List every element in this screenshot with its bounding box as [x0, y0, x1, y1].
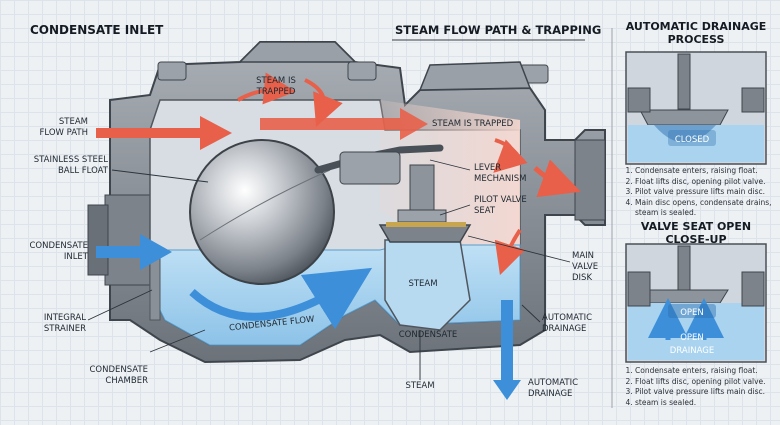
closed-wall-right	[741, 87, 765, 113]
steam-inlet-arrow	[96, 116, 232, 150]
condensate-inlet-arrow	[96, 234, 172, 270]
heading-drain-2: PROCESS	[668, 33, 725, 46]
open-panel	[625, 243, 767, 363]
label-strainer-1: INTEGRAL	[44, 313, 86, 323]
closed-wall-left	[627, 87, 651, 113]
inlet-pipe-thread	[87, 204, 109, 276]
steam-trapped-arrow-left	[237, 72, 296, 105]
label-lever-2: MECHANISM	[474, 174, 526, 184]
label-steam-flow-2: FLOW PATH	[40, 128, 88, 138]
label-main-valve-2: VALVE	[572, 262, 598, 272]
label-steam-bottom: STEAM	[405, 381, 434, 391]
closed-stem	[677, 53, 691, 110]
step-top: Float lifts disc, opening pilot valve.	[635, 177, 780, 188]
pilot-seat	[397, 209, 447, 223]
step-bottom: Pilot valve pressure lifts main disc.	[635, 387, 780, 398]
step-bottom: Float lifts disc, opening pilot valve.	[635, 377, 780, 388]
label-trapped-mid: STEAM IS TRAPPED	[432, 119, 514, 129]
label-main-valve-3: DISK	[572, 273, 592, 283]
step-bottom: steam is sealed.	[635, 398, 780, 409]
label-pilot-2: SEAT	[474, 206, 496, 216]
steam-path-arrow	[260, 108, 428, 140]
closed-seal	[654, 125, 716, 143]
step-top: Main disc opens, condensate drains, stea…	[635, 198, 780, 219]
closed-badge-bg	[668, 130, 716, 146]
label-steam-inner: STEAM	[408, 279, 437, 289]
valve-gasket	[386, 222, 466, 227]
closed-panel	[625, 51, 767, 165]
steam-outlet-arrow	[533, 159, 581, 198]
open-wall-right	[741, 271, 765, 307]
label-trapped-top-1: STEAM IS	[256, 76, 296, 86]
steam-trapped-arrow-right	[304, 78, 343, 127]
label-condensate-inner: CONDENSATE	[399, 330, 458, 340]
steps-list-bottom: Condensate enters, raising float. Float …	[624, 366, 780, 408]
label-open-drainage-2: DRAINAGE	[670, 346, 714, 356]
leader-chamber	[149, 329, 206, 353]
leader-lever	[429, 159, 471, 171]
drainage-arrow	[493, 300, 521, 400]
step-top: Condensate enters, raising float.	[635, 166, 780, 177]
open-disk	[639, 289, 729, 304]
label-open: OPEN	[680, 308, 704, 318]
label-drain-mid-2: DRAINAGE	[542, 324, 586, 334]
step-top: Pilot valve pressure lifts main disc.	[635, 187, 780, 198]
label-trapped-top-2: TRAPPED	[256, 87, 296, 97]
label-ball-2: BALL FLOAT	[58, 166, 109, 176]
label-chamber-1: CONDENSATE	[89, 365, 148, 375]
steam-swirl-arrow	[493, 138, 528, 173]
leader-ball	[111, 169, 209, 183]
leader-lines	[87, 159, 571, 380]
leader-drain-mid	[521, 304, 541, 323]
heading-seat-2: CLOSE-UP	[665, 233, 726, 246]
flow-arrows	[96, 72, 581, 400]
step-bottom: Condensate enters, raising float.	[635, 366, 780, 377]
steps-list-top: Condensate enters, raising float. Float …	[624, 166, 780, 219]
bolt-right	[347, 61, 377, 81]
label-chamber-2: CHAMBER	[105, 376, 148, 386]
trap-body	[87, 41, 606, 364]
lever-bracket	[339, 151, 401, 185]
leader-main-valve	[467, 235, 571, 263]
steam-down-arrow	[494, 228, 526, 276]
label-open-drainage-1: OPEN	[680, 333, 704, 343]
outlet-flange	[574, 139, 606, 221]
heading-inlet: CONDENSATE INLET	[30, 23, 164, 37]
closed-disk	[639, 109, 729, 126]
label-pilot-1: PILOT VALVE	[474, 195, 527, 205]
label-steam-flow-1: STEAM	[59, 117, 88, 127]
condensate-flow-arrow	[189, 267, 373, 330]
label-inlet-2: INLET	[64, 252, 89, 262]
main-valve-disk	[378, 224, 472, 243]
top-cap	[238, 41, 357, 63]
right-cap	[418, 61, 532, 91]
label-inlet-1: CONDENSATE	[29, 241, 88, 251]
bolt-left	[157, 61, 187, 81]
float-assembly	[189, 139, 472, 285]
open-stem	[677, 245, 691, 295]
label-drain-bottom-2: DRAINAGE	[528, 389, 572, 399]
leader-strainer	[87, 289, 153, 321]
label-strainer-2: STRAINER	[44, 324, 86, 334]
label-ball-1: STAINLESS STEEL	[34, 155, 109, 165]
open-badge-bg	[668, 304, 716, 318]
closed-water	[628, 125, 764, 162]
leader-pilot	[439, 204, 471, 216]
ball-seam	[199, 169, 331, 241]
ball-float	[189, 139, 335, 285]
heading-drain-1: AUTOMATIC DRAINAGE	[626, 20, 767, 33]
label-closed: CLOSED	[675, 135, 710, 145]
label-main-valve-1: MAIN	[572, 251, 594, 261]
open-wall-left	[627, 271, 651, 307]
heading-seat-1: VALVE SEAT OPEN	[641, 220, 751, 233]
label-drain-bottom-1: AUTOMATIC	[528, 378, 578, 388]
label-lever-1: LEVER	[474, 163, 501, 173]
heading-flow: STEAM FLOW PATH & TRAPPING	[395, 23, 601, 37]
label-drain-mid-1: AUTOMATIC	[542, 313, 592, 323]
